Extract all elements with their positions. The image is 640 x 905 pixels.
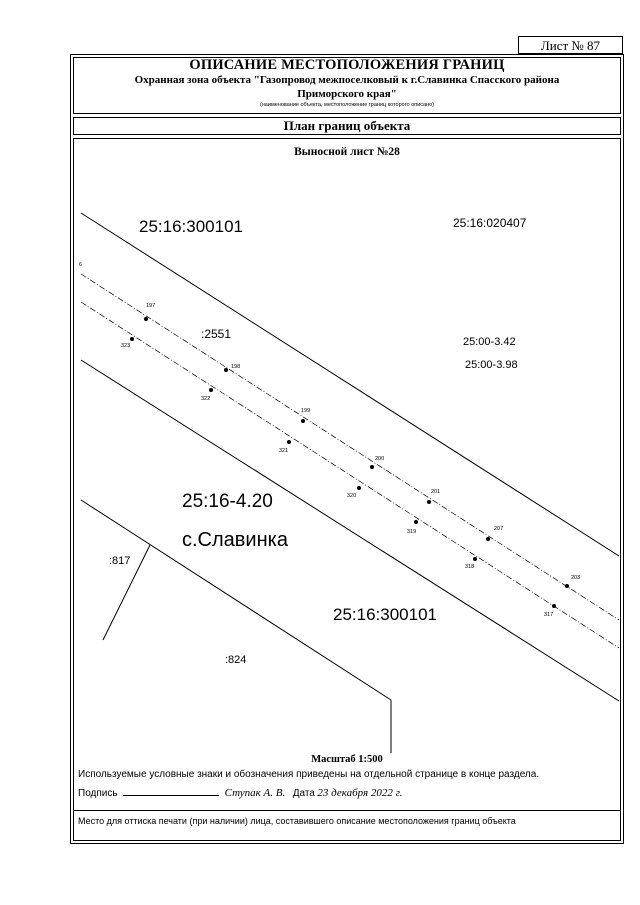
footer-divider — [73, 810, 621, 811]
point-marker — [224, 368, 228, 372]
zone-upper-boundary — [80, 273, 620, 621]
parcel-824-label: :824 — [225, 654, 246, 666]
seal-placeholder: Место для оттиска печати (при наличии) л… — [78, 816, 516, 826]
parcel-817-boundary — [80, 499, 392, 701]
parcel-2551-label: :2551 — [201, 327, 231, 341]
point-label: 323 — [121, 343, 130, 349]
point-6-label: 6 — [79, 262, 82, 268]
point-label: 317 — [544, 612, 553, 618]
point-label: 319 — [407, 529, 416, 535]
date-label: Дата — [292, 788, 315, 799]
section-box — [73, 117, 621, 135]
point-marker — [301, 419, 305, 423]
document-title: ОПИСАНИЕ МЕСТОПОЛОЖЕНИЯ ГРАНИЦ — [189, 57, 505, 73]
sheet-title: Выносной лист №28 — [294, 146, 400, 158]
settlement-label: с.Славинка — [182, 529, 289, 551]
point-label: 197 — [146, 303, 155, 309]
sheet-number: Лист № 87 — [518, 36, 623, 54]
title-caption: (наименование объекта, местоположение гр… — [259, 102, 435, 108]
zone-lower-boundary — [80, 301, 620, 649]
parcel-817-label: :817 — [109, 555, 130, 567]
point-marker — [287, 440, 291, 444]
point-label: 198 — [231, 364, 240, 370]
point-label: 318 — [465, 564, 474, 570]
date-value: 23 декабря 2022 г. — [317, 787, 403, 799]
section-title: План границ объекта — [283, 118, 411, 133]
parcel-817-divider — [102, 544, 151, 641]
point-label: 201 — [431, 489, 440, 495]
signer-name: Ступак А. В. — [224, 787, 286, 799]
cadastral-block-top-right: 25:16:020407 — [453, 216, 527, 230]
legend-note: Используемые условные знаки и обозначени… — [78, 769, 540, 780]
cadastral-block-top-left: 25:16:300101 — [139, 217, 243, 236]
signature-label: Подпись — [78, 788, 118, 799]
upper-parcel-line — [80, 212, 620, 557]
point-marker — [565, 584, 569, 588]
point-marker — [144, 317, 148, 321]
signature-line — [123, 786, 220, 796]
point-label: 322 — [201, 396, 210, 402]
point-label: 207 — [494, 526, 503, 532]
zone-342-label: 25:00-3.42 — [463, 336, 516, 348]
zone-398-label: 25:00-3.98 — [465, 359, 518, 371]
point-marker — [473, 557, 477, 561]
point-label: 199 — [301, 408, 310, 414]
document-subtitle: Охранная зона объекта "Газопровод межпос… — [134, 74, 560, 100]
lower-parcel-line — [80, 359, 620, 702]
point-marker — [427, 500, 431, 504]
point-marker — [486, 537, 490, 541]
point-label: 320 — [347, 493, 356, 499]
zone-420-label: 25:16-4.20 — [182, 491, 273, 512]
cadastral-block-bottom: 25:16:300101 — [333, 605, 437, 624]
point-marker — [130, 337, 134, 341]
point-marker — [357, 486, 361, 490]
point-marker — [552, 604, 556, 608]
point-marker — [209, 388, 213, 392]
point-label: 200 — [375, 456, 384, 462]
lower-points: 323 322 321 320 319 318 317 — [121, 337, 556, 618]
point-label: 321 — [279, 448, 288, 454]
scale-label: Масштаб 1:500 — [311, 754, 383, 765]
header-box — [73, 57, 621, 114]
plan-box — [73, 138, 621, 841]
point-marker — [414, 520, 418, 524]
document-frame — [70, 54, 624, 844]
point-label: 203 — [571, 575, 580, 581]
boundary-plan: 197 198 199 200 201 207 203 323 322 321 … — [79, 212, 620, 753]
point-marker — [370, 465, 374, 469]
signature-row: Подпись Ступак А. В. Дата 23 декабря 202… — [78, 786, 402, 799]
upper-points: 197 198 199 200 201 207 203 — [144, 303, 580, 588]
